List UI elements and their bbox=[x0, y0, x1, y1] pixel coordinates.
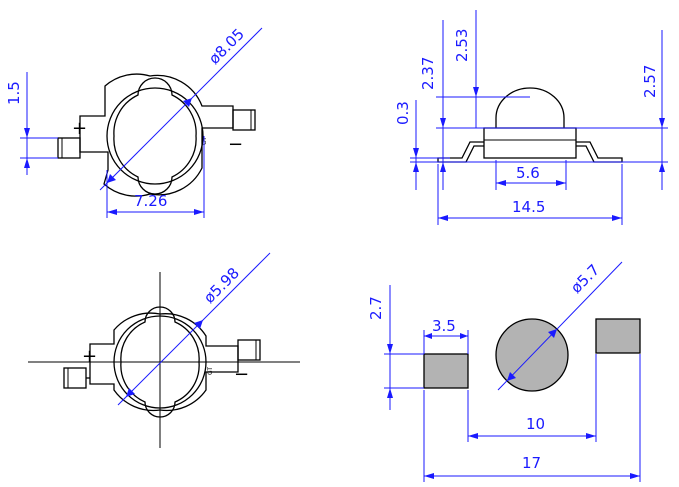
dim-line-5-7 bbox=[497, 261, 623, 391]
footprint-view: 2.7 3.5 ø5.7 10 17 bbox=[367, 261, 641, 482]
arrow-2-53 bbox=[473, 87, 479, 97]
arrow-5-7-lower bbox=[507, 372, 516, 381]
arrow-14-5-left bbox=[438, 215, 448, 221]
dim-text-2-7: 2.7 bbox=[367, 296, 385, 320]
top-view-outer-ring bbox=[106, 87, 204, 185]
dim-text-10: 10 bbox=[526, 415, 545, 433]
arrow-1-5-bottom bbox=[24, 158, 30, 168]
footprint-pad-right bbox=[595, 318, 641, 354]
dim-text-14-5: 14.5 bbox=[512, 198, 545, 216]
arrow-5-6-right bbox=[556, 180, 566, 186]
arrow-7-26-right bbox=[194, 209, 204, 215]
arrow-0-3-bottom bbox=[413, 162, 419, 172]
minus-mark-bottom: − bbox=[234, 364, 249, 385]
bottom-view: + − GT ø5.98 bbox=[28, 252, 300, 448]
top-view: + − GT 1.5 ø8.05 7.26 bbox=[5, 25, 263, 218]
bottom-view-lens bbox=[120, 306, 200, 418]
arrow-17-left bbox=[424, 473, 434, 479]
part-marking-bottom: GT bbox=[207, 367, 214, 375]
arrow-2-57-top bbox=[659, 118, 665, 128]
dim-text-17: 17 bbox=[522, 454, 541, 472]
dim-text-7-26: 7.26 bbox=[134, 192, 167, 210]
footprint-pad-left bbox=[423, 353, 469, 389]
arrow-2-7-bottom bbox=[387, 388, 393, 398]
plus-mark: + bbox=[72, 118, 87, 139]
dim-text-0-3: 0.3 bbox=[394, 101, 412, 125]
arrow-1-5-top bbox=[24, 128, 30, 138]
dim-text-5-6: 5.6 bbox=[516, 164, 540, 182]
arrow-8-05-lower bbox=[107, 174, 116, 183]
arrow-7-26-left bbox=[107, 209, 117, 215]
side-view-lead-left bbox=[437, 141, 484, 163]
dim-text-3-5: 3.5 bbox=[432, 317, 456, 335]
top-view-lead-right bbox=[232, 109, 256, 131]
bottom-view-body-outline bbox=[89, 312, 239, 412]
dim-text-2-57: 2.57 bbox=[641, 65, 659, 98]
arrow-2-37 bbox=[440, 118, 446, 128]
dim-text-5-7: ø5.7 bbox=[567, 261, 603, 297]
top-view-body-outline bbox=[79, 73, 234, 197]
side-view: 2.37 2.53 2.57 0.3 5.6 14.5 bbox=[394, 10, 668, 225]
side-view-body bbox=[483, 127, 577, 159]
arrow-8-05-upper bbox=[183, 98, 192, 107]
arrow-17-right bbox=[630, 473, 640, 479]
top-view-lens bbox=[113, 77, 197, 195]
dim-text-2-53: 2.53 bbox=[453, 29, 471, 62]
bottom-view-lead-left bbox=[63, 367, 87, 389]
dim-line-5-98 bbox=[117, 252, 271, 406]
plus-mark-bottom: + bbox=[82, 346, 97, 367]
arrow-3-5-right bbox=[460, 333, 468, 339]
arrow-0-3-top bbox=[413, 148, 419, 158]
dim-text-8-05: ø8.05 bbox=[205, 25, 248, 68]
arrow-5-6-left bbox=[496, 180, 506, 186]
arrow-5-7-upper bbox=[548, 329, 557, 338]
arrow-14-5-right bbox=[612, 215, 622, 221]
bottom-view-lead-right bbox=[237, 339, 261, 361]
arrow-2-37-bottom bbox=[440, 162, 446, 172]
arrow-5-98-upper bbox=[194, 320, 203, 329]
arrow-5-98-lower bbox=[126, 388, 135, 397]
arrow-3-5-left bbox=[424, 333, 432, 339]
side-view-dome bbox=[495, 87, 565, 128]
bottom-view-outer-ring bbox=[113, 315, 207, 409]
arrow-10-left bbox=[468, 433, 478, 439]
minus-mark: − bbox=[228, 134, 243, 155]
arrow-2-57-bottom bbox=[659, 162, 665, 172]
top-view-lead-left bbox=[57, 137, 81, 159]
arrow-2-7-top bbox=[387, 344, 393, 354]
dim-text-5-98: ø5.98 bbox=[200, 264, 243, 307]
dim-text-2-37: 2.37 bbox=[419, 57, 437, 90]
dim-line-8-05 bbox=[99, 27, 263, 191]
side-view-lead-right bbox=[576, 141, 623, 163]
dim-text-1-5: 1.5 bbox=[5, 81, 23, 105]
arrow-10-right bbox=[586, 433, 596, 439]
